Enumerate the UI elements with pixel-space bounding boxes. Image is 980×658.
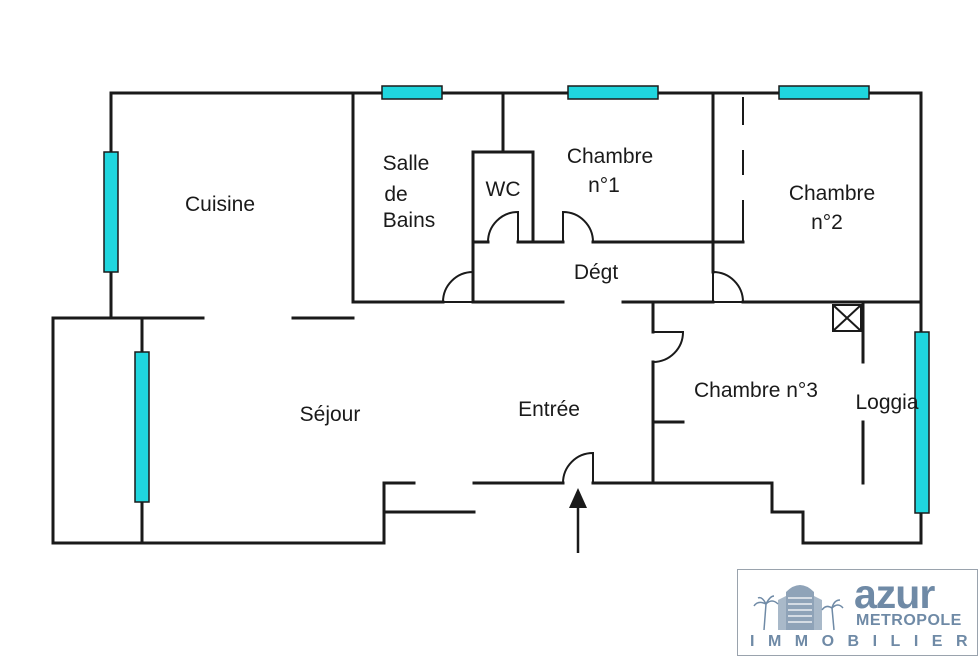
door-swings	[441, 210, 745, 484]
building-palm-logo-icon	[753, 585, 844, 631]
ventilation-duct-icon	[832, 304, 862, 332]
label-salle-line3: Bains	[383, 209, 436, 232]
logo-sub: METROPOLE	[856, 612, 962, 629]
window-bath	[381, 85, 443, 100]
logo-brand: azur	[854, 571, 935, 617]
agency-logo: azur METROPOLE IMMOBILIER	[737, 569, 978, 656]
label-chambre2-line2: n°2	[811, 211, 843, 234]
label-chambre3: Chambre n°3	[694, 379, 818, 402]
label-sejour: Séjour	[300, 403, 361, 426]
interior-walls	[109, 91, 923, 545]
window-kitchen	[103, 151, 119, 273]
logo-tagline: IMMOBILIER	[750, 633, 980, 650]
entrance-arrow-icon	[569, 488, 587, 553]
window-chambre1	[567, 85, 659, 100]
window-loggia	[914, 331, 930, 514]
label-chambre1-line1: Chambre	[567, 145, 653, 168]
windows	[103, 85, 930, 514]
label-cuisine: Cuisine	[185, 193, 255, 216]
label-wc: WC	[486, 178, 521, 201]
label-chambre1-line2: n°1	[588, 174, 620, 197]
label-salle-line1: Salle	[383, 152, 430, 175]
window-chambre2	[778, 85, 870, 100]
label-salle-line2: de	[384, 183, 407, 206]
label-loggia: Loggia	[855, 391, 918, 414]
window-sejour	[134, 351, 150, 503]
label-chambre2-line1: Chambre	[789, 182, 875, 205]
label-degt: Dégt	[574, 261, 619, 284]
label-entree: Entrée	[518, 398, 580, 421]
